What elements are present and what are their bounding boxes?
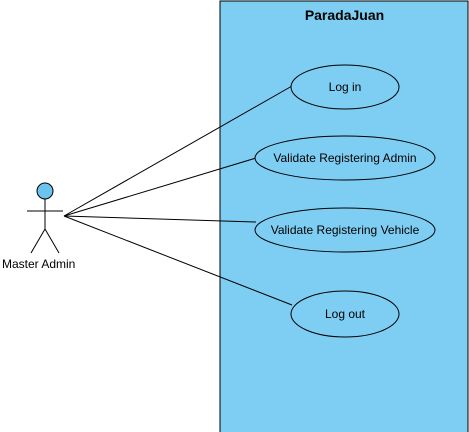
use-case-validate-registering-admin[interactable] [254,135,436,181]
actor-head [36,182,54,200]
use-case-validate-registering-vehicle[interactable] [254,207,436,253]
association-validate-vehicle [63,215,257,223]
association-validate-admin [63,157,257,217]
actor-master-admin[interactable] [27,182,63,254]
use-case-login[interactable] [290,64,400,110]
actor-right-leg [44,228,60,254]
association-logout [63,215,293,306]
actor-left-leg [30,228,46,254]
association-login [63,85,293,217]
use-case-logout[interactable] [290,290,400,338]
